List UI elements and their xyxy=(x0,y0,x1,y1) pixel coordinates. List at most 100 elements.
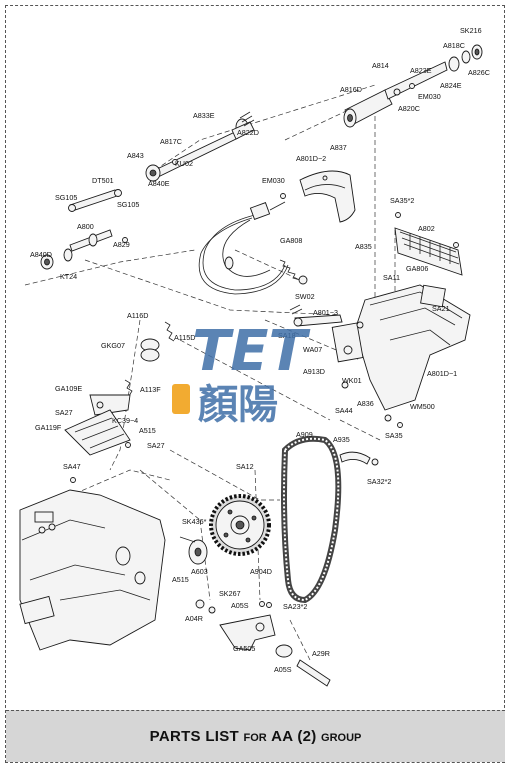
label-sa21: SA21 xyxy=(432,304,450,313)
label-a837: A837 xyxy=(330,143,347,152)
label-sw02: SW02 xyxy=(295,292,315,301)
bolts xyxy=(280,175,403,466)
label-ga109e: GA109E xyxy=(55,384,82,393)
label-a826c: A826C xyxy=(468,68,490,77)
label-ku02: KU02 xyxy=(175,159,193,168)
label-a115d: A115D xyxy=(174,333,195,342)
label-wa07: WA07 xyxy=(303,345,322,354)
label-sa18: SA18 xyxy=(278,331,296,340)
base-casting xyxy=(19,489,166,651)
label-a833e: A833E xyxy=(193,111,215,120)
label-a816d: A816D xyxy=(340,85,362,94)
label-a05s-top: A05S xyxy=(231,601,249,610)
middle-shaft-assembly xyxy=(145,111,255,182)
title-parts-list: PARTS LIST xyxy=(149,728,240,745)
label-sa44: SA44 xyxy=(335,406,353,415)
watermark-accent xyxy=(172,384,190,414)
watermark-chinese: 顏陽 xyxy=(198,382,278,428)
label-em030-top: EM030 xyxy=(418,92,441,101)
pulley xyxy=(179,536,208,565)
wire-harness xyxy=(198,201,289,295)
label-sk436: SK436* xyxy=(182,517,207,526)
label-a515-top: A515 xyxy=(139,426,156,435)
label-kt24: KT24 xyxy=(60,272,77,281)
label-sa12: SA12 xyxy=(236,462,254,471)
label-a822d: A822D xyxy=(237,128,259,137)
label-a801-3: A801−3 xyxy=(313,308,338,317)
label-a817c: A817C xyxy=(160,137,182,146)
lower-arm xyxy=(195,599,331,687)
label-a840d: A840D xyxy=(30,250,52,259)
label-a836: A836 xyxy=(357,399,374,408)
small-shaft-assembly xyxy=(40,189,128,270)
label-a113f: A113F xyxy=(140,385,161,394)
label-ga806: GA806 xyxy=(406,264,428,273)
label-wm500: WM500 xyxy=(410,402,435,411)
lever-assembly xyxy=(64,321,175,483)
label-a913d: A913D xyxy=(303,367,325,376)
label-a603: A603 xyxy=(191,567,208,576)
label-a814: A814 xyxy=(372,61,389,70)
label-a515-bottom: A515 xyxy=(172,575,189,584)
crank-arm xyxy=(289,304,343,327)
watermark-latin: TET xyxy=(192,319,310,384)
title-group-code: AA (2) xyxy=(271,728,317,745)
label-a904d: A904D xyxy=(250,567,272,576)
watermark-logo: TET 顏陽 xyxy=(172,319,310,428)
label-sk216: SK216 xyxy=(460,26,482,35)
label-sa27-right: SA27 xyxy=(147,441,165,450)
label-a818c: A818C xyxy=(443,41,465,50)
label-a802: A802 xyxy=(418,224,435,233)
label-a800: A800 xyxy=(77,222,94,231)
curved-guide xyxy=(339,451,371,465)
timing-belt xyxy=(281,435,342,604)
label-a823e: A823E xyxy=(410,66,432,75)
label-a840e: A840E xyxy=(148,179,170,188)
label-sa11: SA11 xyxy=(383,273,400,282)
label-a801d-2: A801D−2 xyxy=(296,154,326,163)
part-labels: SK216 A818C A826C A814 A823E A824E A816D… xyxy=(30,26,490,674)
label-sa35-bottom: SA35 xyxy=(385,431,403,440)
label-ga808: GA808 xyxy=(280,236,302,245)
guide-rail xyxy=(394,212,463,276)
footer-bar: PARTS LIST FOR AA (2) GROUP xyxy=(6,710,505,762)
label-a04r: A04R xyxy=(185,614,203,623)
assembly-lines xyxy=(24,84,396,661)
parts-list-title: PARTS LIST FOR AA (2) GROUP xyxy=(6,728,505,746)
label-a824e: A824E xyxy=(440,81,462,90)
cam-cover xyxy=(299,170,356,223)
upper-shaft-assembly xyxy=(343,44,483,128)
title-for: FOR xyxy=(243,732,267,744)
title-group: GROUP xyxy=(321,732,362,744)
label-sa35x2-top: SA35*2 xyxy=(390,196,414,205)
label-sg105-left: SG105 xyxy=(55,193,77,202)
diagram-frame xyxy=(5,5,505,763)
label-sg105-right: SG105 xyxy=(117,200,139,209)
label-a29r: A29R xyxy=(312,649,330,658)
label-a820c: A820C xyxy=(398,104,420,113)
label-a909: A909 xyxy=(296,430,313,439)
label-dt501: DT501 xyxy=(92,176,114,185)
label-ga505: GA505 xyxy=(233,644,255,653)
label-a835: A835 xyxy=(355,242,372,251)
label-sa32x2: SA32*2 xyxy=(367,477,391,486)
label-sa47: SA47 xyxy=(63,462,81,471)
label-sa27-left: SA27 xyxy=(55,408,73,417)
label-wk01: WK01 xyxy=(342,376,362,385)
label-ga119f: GA119F xyxy=(35,423,62,432)
spring xyxy=(279,259,308,285)
label-a116d: A116D xyxy=(127,311,148,320)
label-kc39-4: KC39−4 xyxy=(112,416,138,425)
label-a829: A829 xyxy=(113,240,130,249)
label-sk267: SK267 xyxy=(219,589,241,598)
label-em030-mid: EM030 xyxy=(262,176,285,185)
label-a801d-1: A801D−1 xyxy=(427,369,457,378)
label-a935: A935 xyxy=(333,435,350,444)
label-a05s-bottom: A05S xyxy=(274,665,292,674)
sprocket-gear xyxy=(209,494,271,556)
main-frame xyxy=(331,284,471,411)
label-sa23x2: SA23*2 xyxy=(283,602,307,611)
label-a843: A843 xyxy=(127,151,144,160)
label-gkg07: GKG07 xyxy=(101,341,125,350)
